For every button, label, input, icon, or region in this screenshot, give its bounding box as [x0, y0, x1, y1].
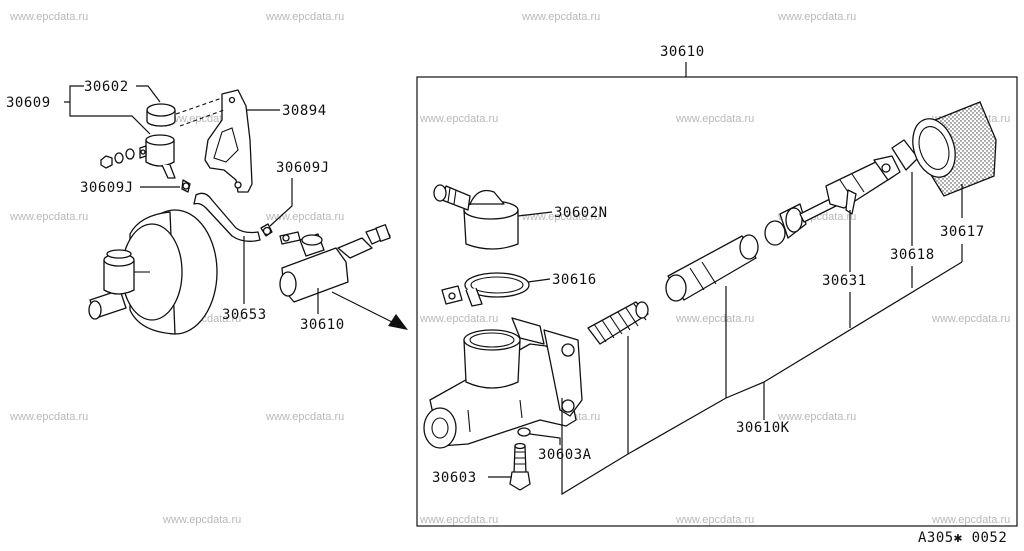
part-label-30603: 30603	[432, 470, 477, 486]
watermark: www.epcdata.ru	[521, 11, 600, 23]
part-label-30609J-left: 30609J	[80, 180, 134, 196]
hose-clamp-drawing	[181, 179, 273, 237]
part-label-30602: 30602	[84, 79, 129, 95]
part-label-30610-assembly: 30610	[660, 44, 705, 60]
arrow-icon	[331, 291, 408, 330]
brake-booster-drawing	[88, 209, 218, 335]
bracket-drawing	[175, 89, 253, 193]
watermark: www.epcdata.ru	[162, 514, 241, 526]
watermark: www.epcdata.ru	[9, 211, 88, 223]
part-label-30603A: 30603A	[538, 447, 592, 463]
watermark-layer: www.epcdata.ru www.epcdata.ru www.epcdat…	[9, 11, 1010, 526]
dust-boot-drawing	[912, 101, 997, 197]
detail-labels: 30602N 30616 30617 30618 30631 30610K 30…	[432, 172, 985, 496]
part-label-30602N: 30602N	[554, 205, 608, 221]
part-label-30610-small: 30610	[300, 317, 345, 333]
watermark: www.epcdata.ru	[419, 514, 498, 526]
watermark: www.epcdata.ru	[931, 514, 1010, 526]
part-label-30618: 30618	[890, 247, 935, 263]
watermark: www.epcdata.ru	[265, 211, 344, 223]
watermark: www.epcdata.ru	[9, 11, 88, 23]
watermark: www.epcdata.ru	[931, 313, 1010, 325]
part-label-30617: 30617	[940, 224, 985, 240]
return-spring-drawing	[587, 301, 649, 345]
washer-drawing	[517, 427, 531, 437]
reservoir-nozzle-drawing	[433, 184, 519, 250]
small-master-cylinder-drawing	[279, 224, 391, 303]
detail-frame	[416, 76, 1018, 527]
overview-assembly	[88, 89, 408, 335]
watermark: www.epcdata.ru	[675, 113, 754, 125]
watermark: www.epcdata.ru	[419, 313, 498, 325]
watermark: www.epcdata.ru	[777, 411, 856, 423]
watermark: www.epcdata.ru	[777, 11, 856, 23]
part-label-30610K: 30610K	[736, 420, 790, 436]
cylinder-body-drawing	[423, 317, 583, 449]
exploded-parts	[423, 101, 997, 491]
part-label-30653: 30653	[222, 307, 267, 323]
watermark: www.epcdata.ru	[419, 113, 498, 125]
part-label-30609J-right: 30609J	[276, 160, 330, 176]
overview-labels: 30609 30602 30894 30609J 30609J 30653 30…	[6, 79, 345, 333]
watermark: www.epcdata.ru	[675, 313, 754, 325]
bleeder-bolt-drawing	[509, 442, 531, 491]
reservoir-cap-drawing	[146, 103, 176, 127]
watermark: www.epcdata.ru	[265, 411, 344, 423]
watermark: www.epcdata.ru	[521, 211, 600, 223]
pushrod-drawing	[764, 155, 901, 246]
part-label-30609: 30609	[6, 95, 51, 111]
hose-drawing	[193, 192, 261, 242]
diagram-code: A305✱ 0052	[918, 530, 1007, 546]
seal-ring-drawing	[441, 272, 530, 307]
watermark: www.epcdata.ru	[675, 514, 754, 526]
part-label-30631: 30631	[822, 273, 867, 289]
part-label-30894: 30894	[282, 103, 327, 119]
part-label-30616: 30616	[552, 272, 597, 288]
watermark: www.epcdata.ru	[9, 411, 88, 423]
reservoir-tank-drawing	[139, 134, 176, 179]
nut-washer-set-drawing	[100, 148, 135, 169]
watermark: www.epcdata.ru	[265, 11, 344, 23]
piston-drawing	[665, 234, 759, 302]
